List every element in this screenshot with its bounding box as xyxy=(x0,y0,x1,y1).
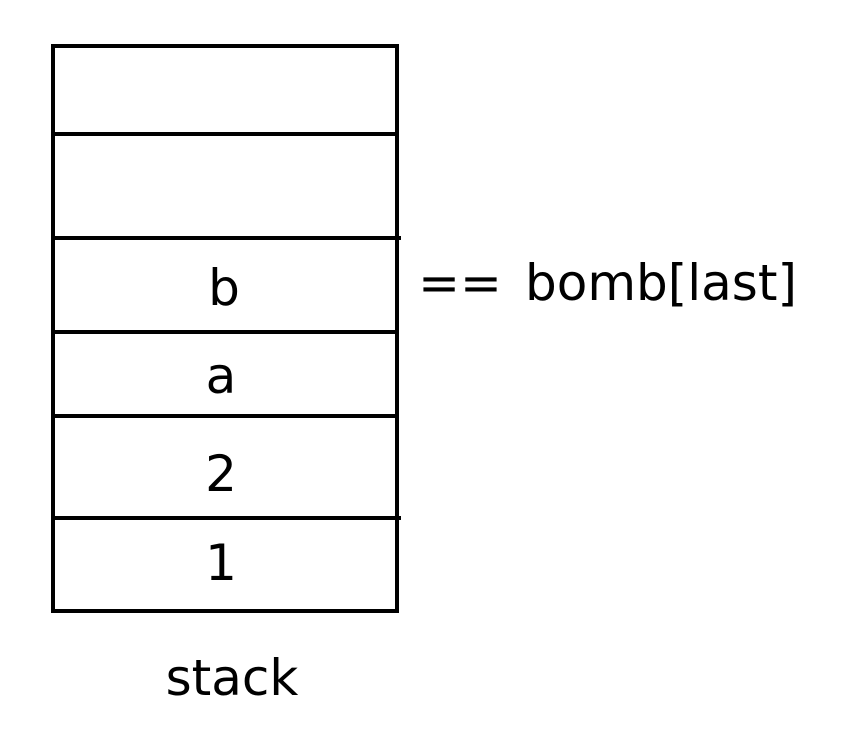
stack-caption: stack xyxy=(166,649,299,707)
stack-box xyxy=(51,44,399,613)
stack-cell-value: a xyxy=(206,347,237,405)
stack-cell-value: 2 xyxy=(205,445,237,503)
stack-cell-value: b xyxy=(208,259,240,317)
comparison-target: bomb[last] xyxy=(525,254,797,312)
stack-cell-value: 1 xyxy=(205,534,237,592)
comparison-operator: == xyxy=(418,254,502,312)
